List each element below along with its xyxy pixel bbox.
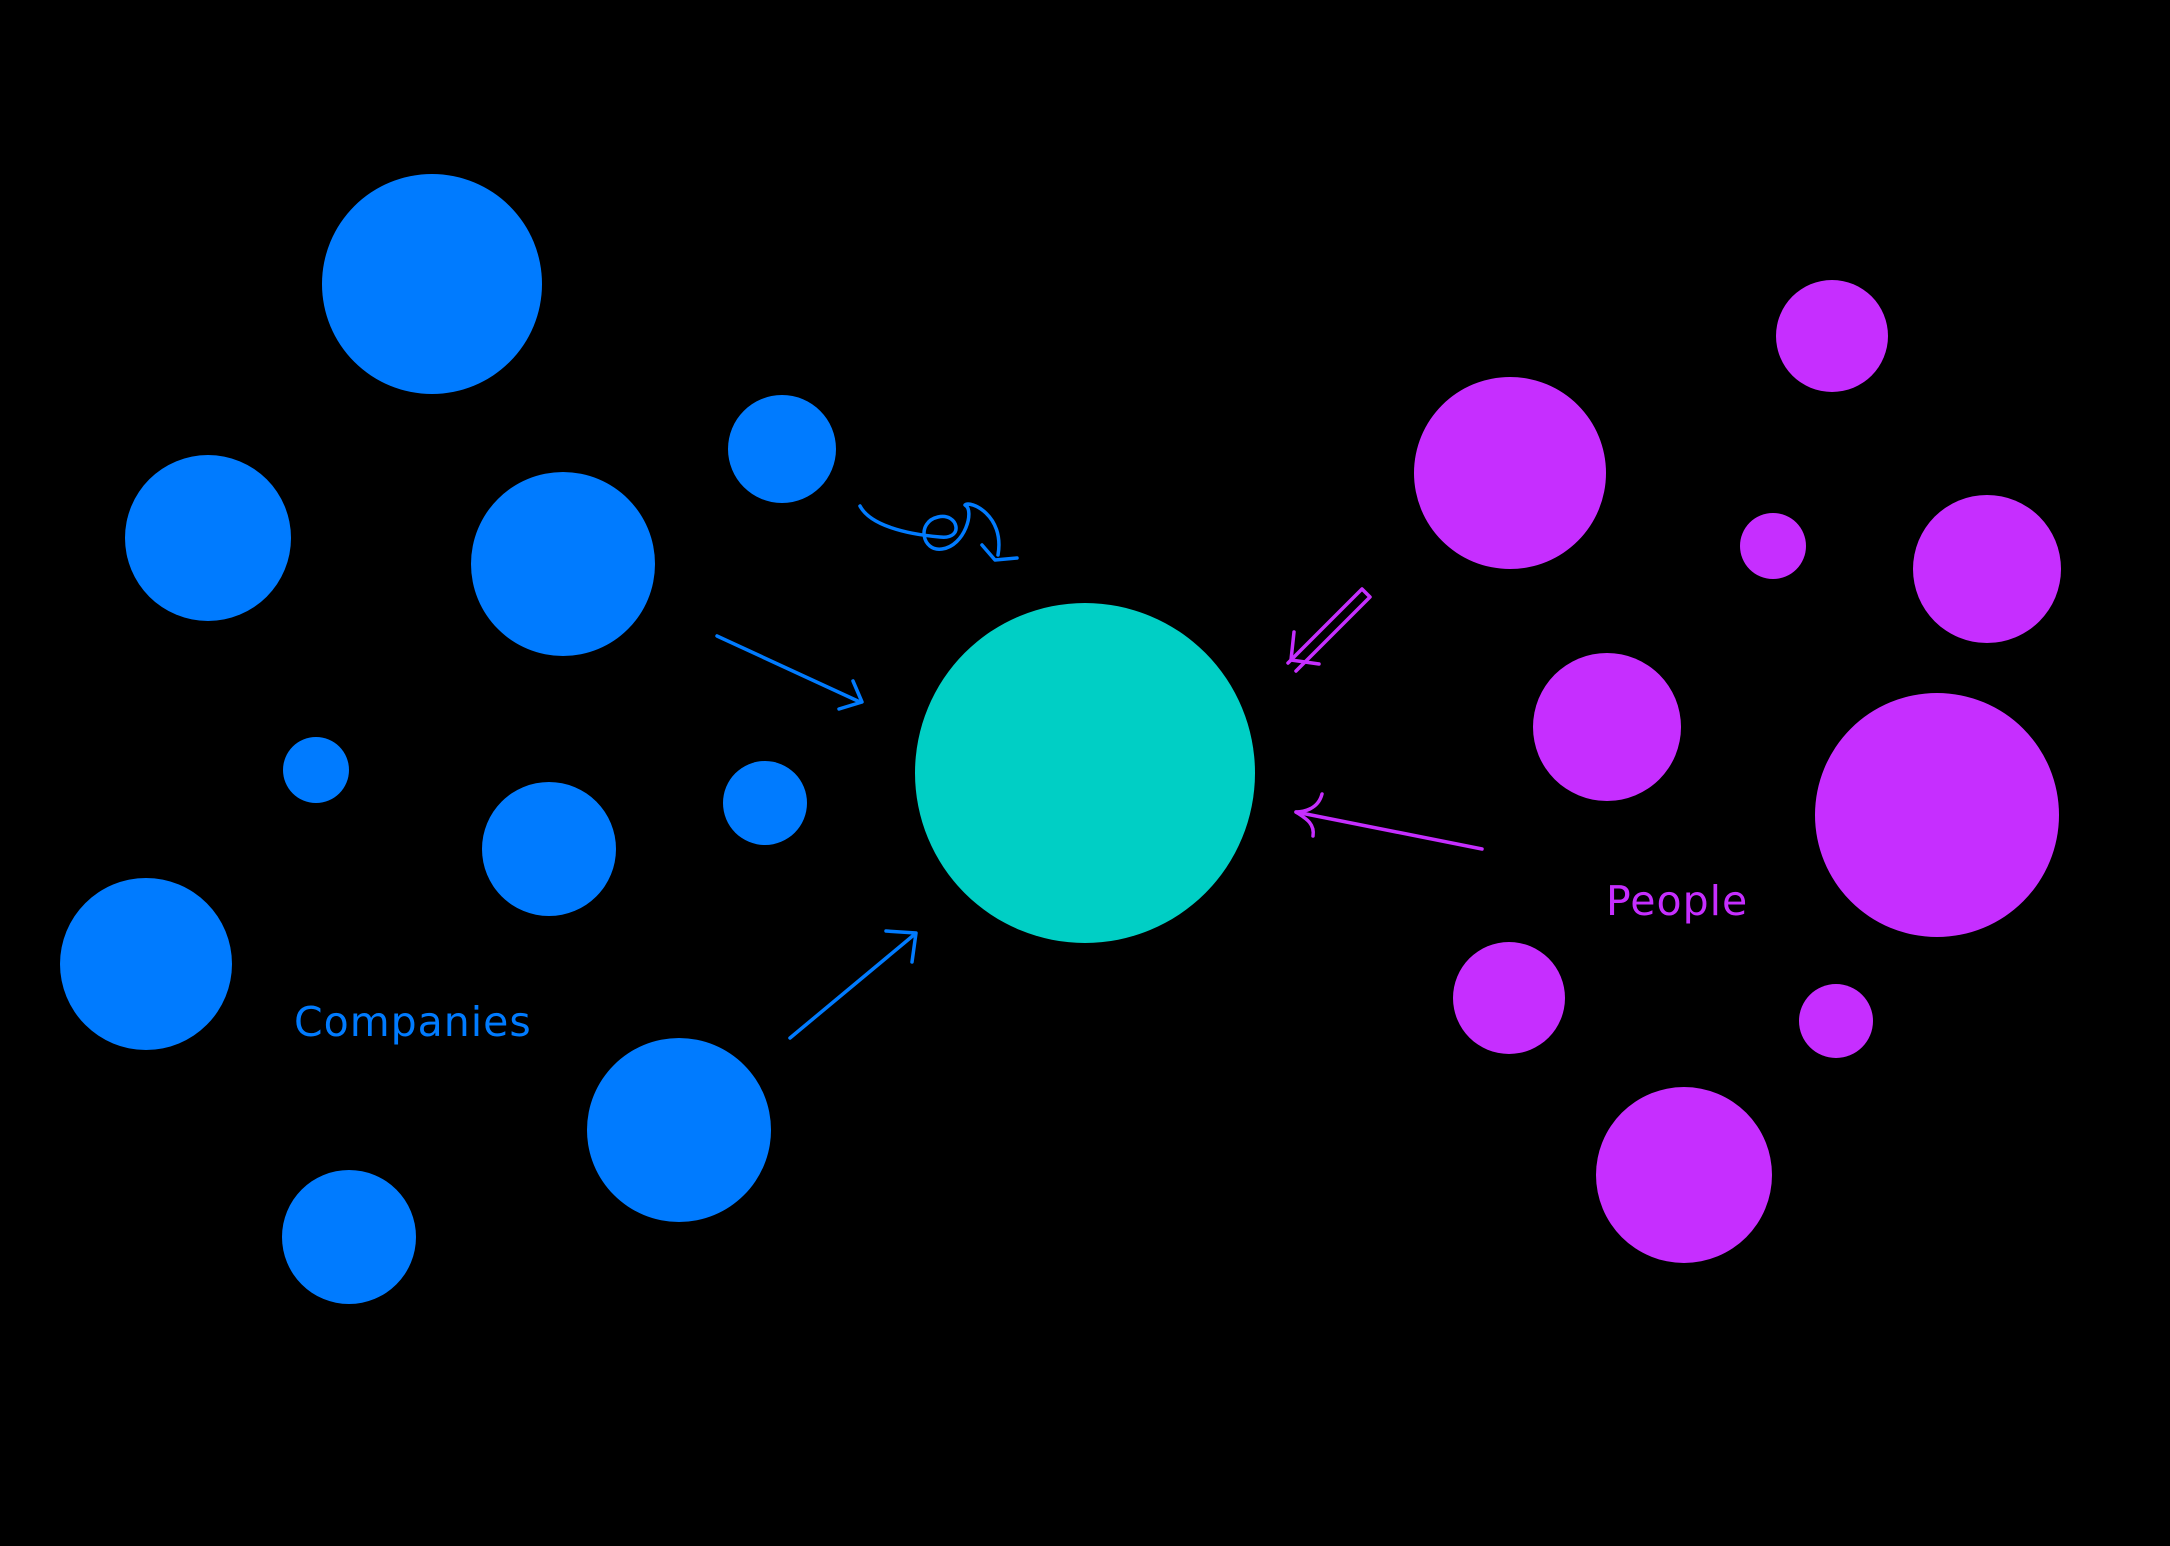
person-node xyxy=(1596,1087,1772,1263)
companies-arrows xyxy=(715,502,1019,1040)
person-node xyxy=(1776,280,1888,392)
person-node xyxy=(1799,984,1873,1058)
companies-nodes xyxy=(60,174,836,1304)
straight-arrow-upper xyxy=(715,634,862,704)
straight-arrow-lower-head xyxy=(884,929,918,964)
person-node xyxy=(1453,942,1565,1054)
person-node xyxy=(1414,377,1606,569)
companies-label: Companies xyxy=(294,998,532,1046)
company-node xyxy=(322,174,542,394)
people-nodes xyxy=(1414,280,2061,1263)
people-label: People xyxy=(1606,877,1748,925)
straight-arrow-lower xyxy=(788,932,917,1040)
company-node xyxy=(482,782,616,916)
center-node xyxy=(915,603,1255,943)
curved-head-arrow-head xyxy=(1294,792,1324,838)
person-node xyxy=(1533,653,1681,801)
company-node xyxy=(471,472,655,656)
person-node xyxy=(1815,693,2059,937)
person-node xyxy=(1913,495,2061,643)
curved-head-arrow xyxy=(1294,810,1484,851)
loop-arrow-head xyxy=(980,543,1019,562)
company-node xyxy=(282,1170,416,1304)
company-node xyxy=(723,761,807,845)
company-node xyxy=(125,455,291,621)
loop-arrow xyxy=(858,502,1001,557)
company-node xyxy=(60,878,232,1050)
double-arrow-head xyxy=(1289,630,1321,666)
people-arrows xyxy=(1286,587,1484,851)
company-node xyxy=(587,1038,771,1222)
company-node xyxy=(283,737,349,803)
person-node xyxy=(1740,513,1806,579)
company-node xyxy=(728,395,836,503)
straight-arrow-upper-head xyxy=(837,679,864,711)
double-arrow xyxy=(1286,587,1372,673)
